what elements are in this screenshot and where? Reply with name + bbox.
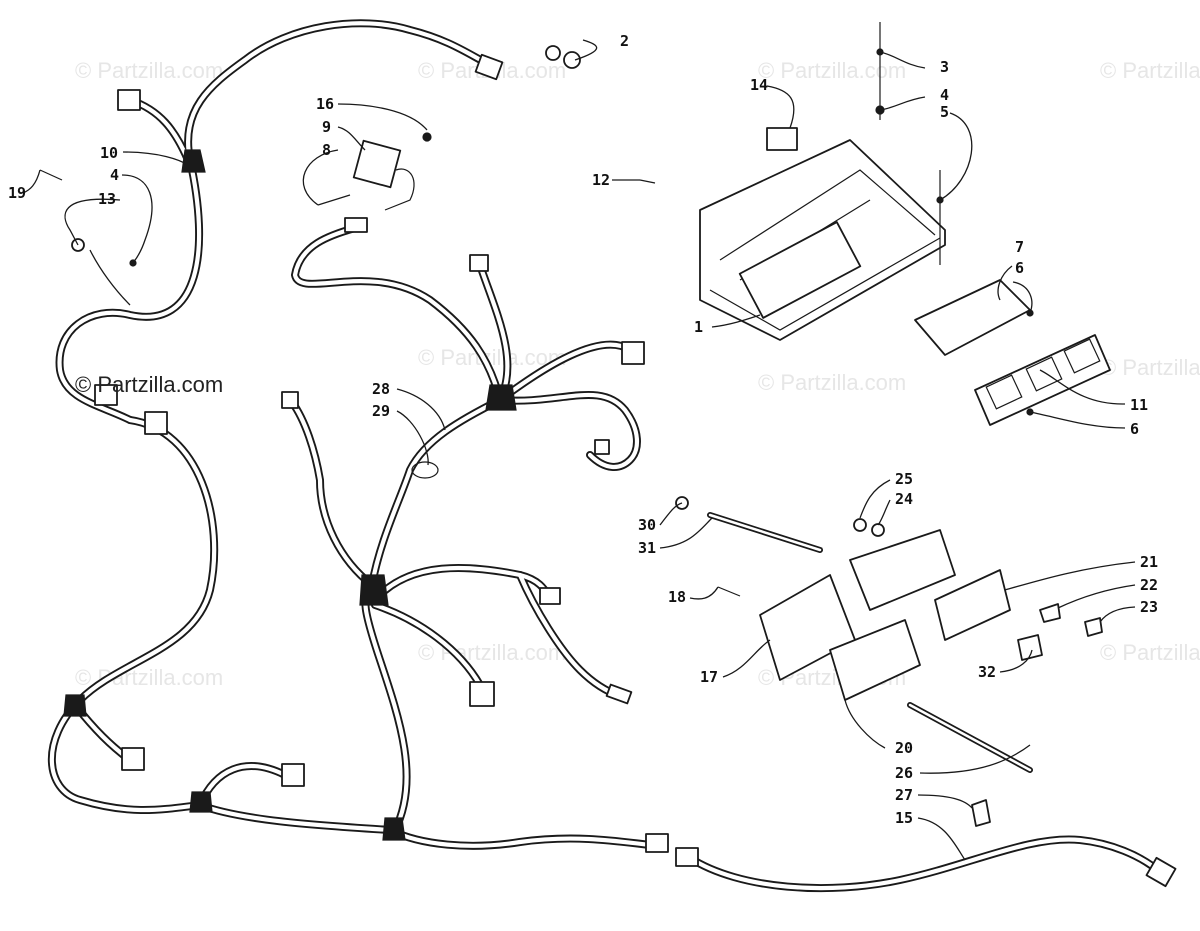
watermark-text: © Partzilla.com	[1100, 355, 1200, 380]
callout-16: 16	[316, 95, 334, 113]
watermark-text: © Partzilla.com	[758, 370, 906, 395]
callout-31: 31	[638, 539, 656, 557]
callout-14: 14	[750, 76, 768, 94]
callout-20: 20	[895, 739, 913, 757]
voltage-regulator	[352, 139, 415, 211]
callout-7: 7	[1015, 238, 1024, 256]
console-housing	[699, 139, 946, 341]
decal	[766, 127, 798, 151]
harness-junction	[63, 694, 87, 717]
wire-connector	[94, 53, 1177, 888]
harness-junction	[181, 149, 206, 173]
callout-8: 8	[322, 141, 331, 159]
callout-2: 2	[620, 32, 629, 50]
callout-12: 12	[592, 171, 610, 189]
callout-26: 26	[895, 764, 913, 782]
callout-15: 15	[895, 809, 913, 827]
callout-3: 3	[940, 58, 949, 76]
callout-21: 21	[1140, 553, 1158, 571]
watermark-text: © Partzilla.com	[1100, 58, 1200, 83]
small-hardware	[39, 22, 1103, 827]
gasket	[914, 279, 1031, 356]
callout-9: 9	[322, 118, 331, 136]
callout-5: 5	[940, 103, 949, 121]
gauge-bezel	[974, 334, 1111, 426]
callout-13: 13	[98, 190, 116, 208]
callout-labels: 1 2 3 4 5 6 7 11 6 12 14 16 9 8 10 4 13 …	[8, 32, 1158, 827]
harness-junction	[189, 791, 213, 813]
switch-panel	[759, 529, 1011, 701]
callout-6: 6	[1015, 259, 1024, 277]
watermark-text: © Partzilla.com	[758, 58, 906, 83]
callout-29: 29	[372, 402, 390, 420]
watermark-main: © Partzilla.com	[75, 372, 223, 397]
harness-junction	[382, 817, 406, 841]
callout-1: 1	[694, 318, 703, 336]
leader-lines	[22, 39, 1136, 861]
callout-23: 23	[1140, 598, 1158, 616]
callout-30: 30	[638, 516, 656, 534]
callout-24: 24	[895, 490, 913, 508]
harness-junction	[485, 384, 517, 411]
callout-6: 6	[1130, 420, 1139, 438]
watermark-text: © Partzilla.com	[1100, 640, 1200, 665]
callout-25: 25	[895, 470, 913, 488]
harness-junction	[359, 574, 389, 606]
callout-22: 22	[1140, 576, 1158, 594]
callout-19: 19	[8, 184, 26, 202]
callout-28: 28	[372, 380, 390, 398]
callout-27: 27	[895, 786, 913, 804]
callout-17: 17	[700, 668, 718, 686]
callout-4: 4	[110, 166, 119, 184]
watermark-text: © Partzilla.com	[75, 58, 223, 83]
callout-10: 10	[100, 144, 118, 162]
wire-tie	[411, 461, 439, 479]
callout-18: 18	[668, 588, 686, 606]
callout-11: 11	[1130, 396, 1148, 414]
callout-32: 32	[978, 663, 996, 681]
callout-4: 4	[940, 86, 949, 104]
wiring-harness	[47, 19, 1177, 893]
